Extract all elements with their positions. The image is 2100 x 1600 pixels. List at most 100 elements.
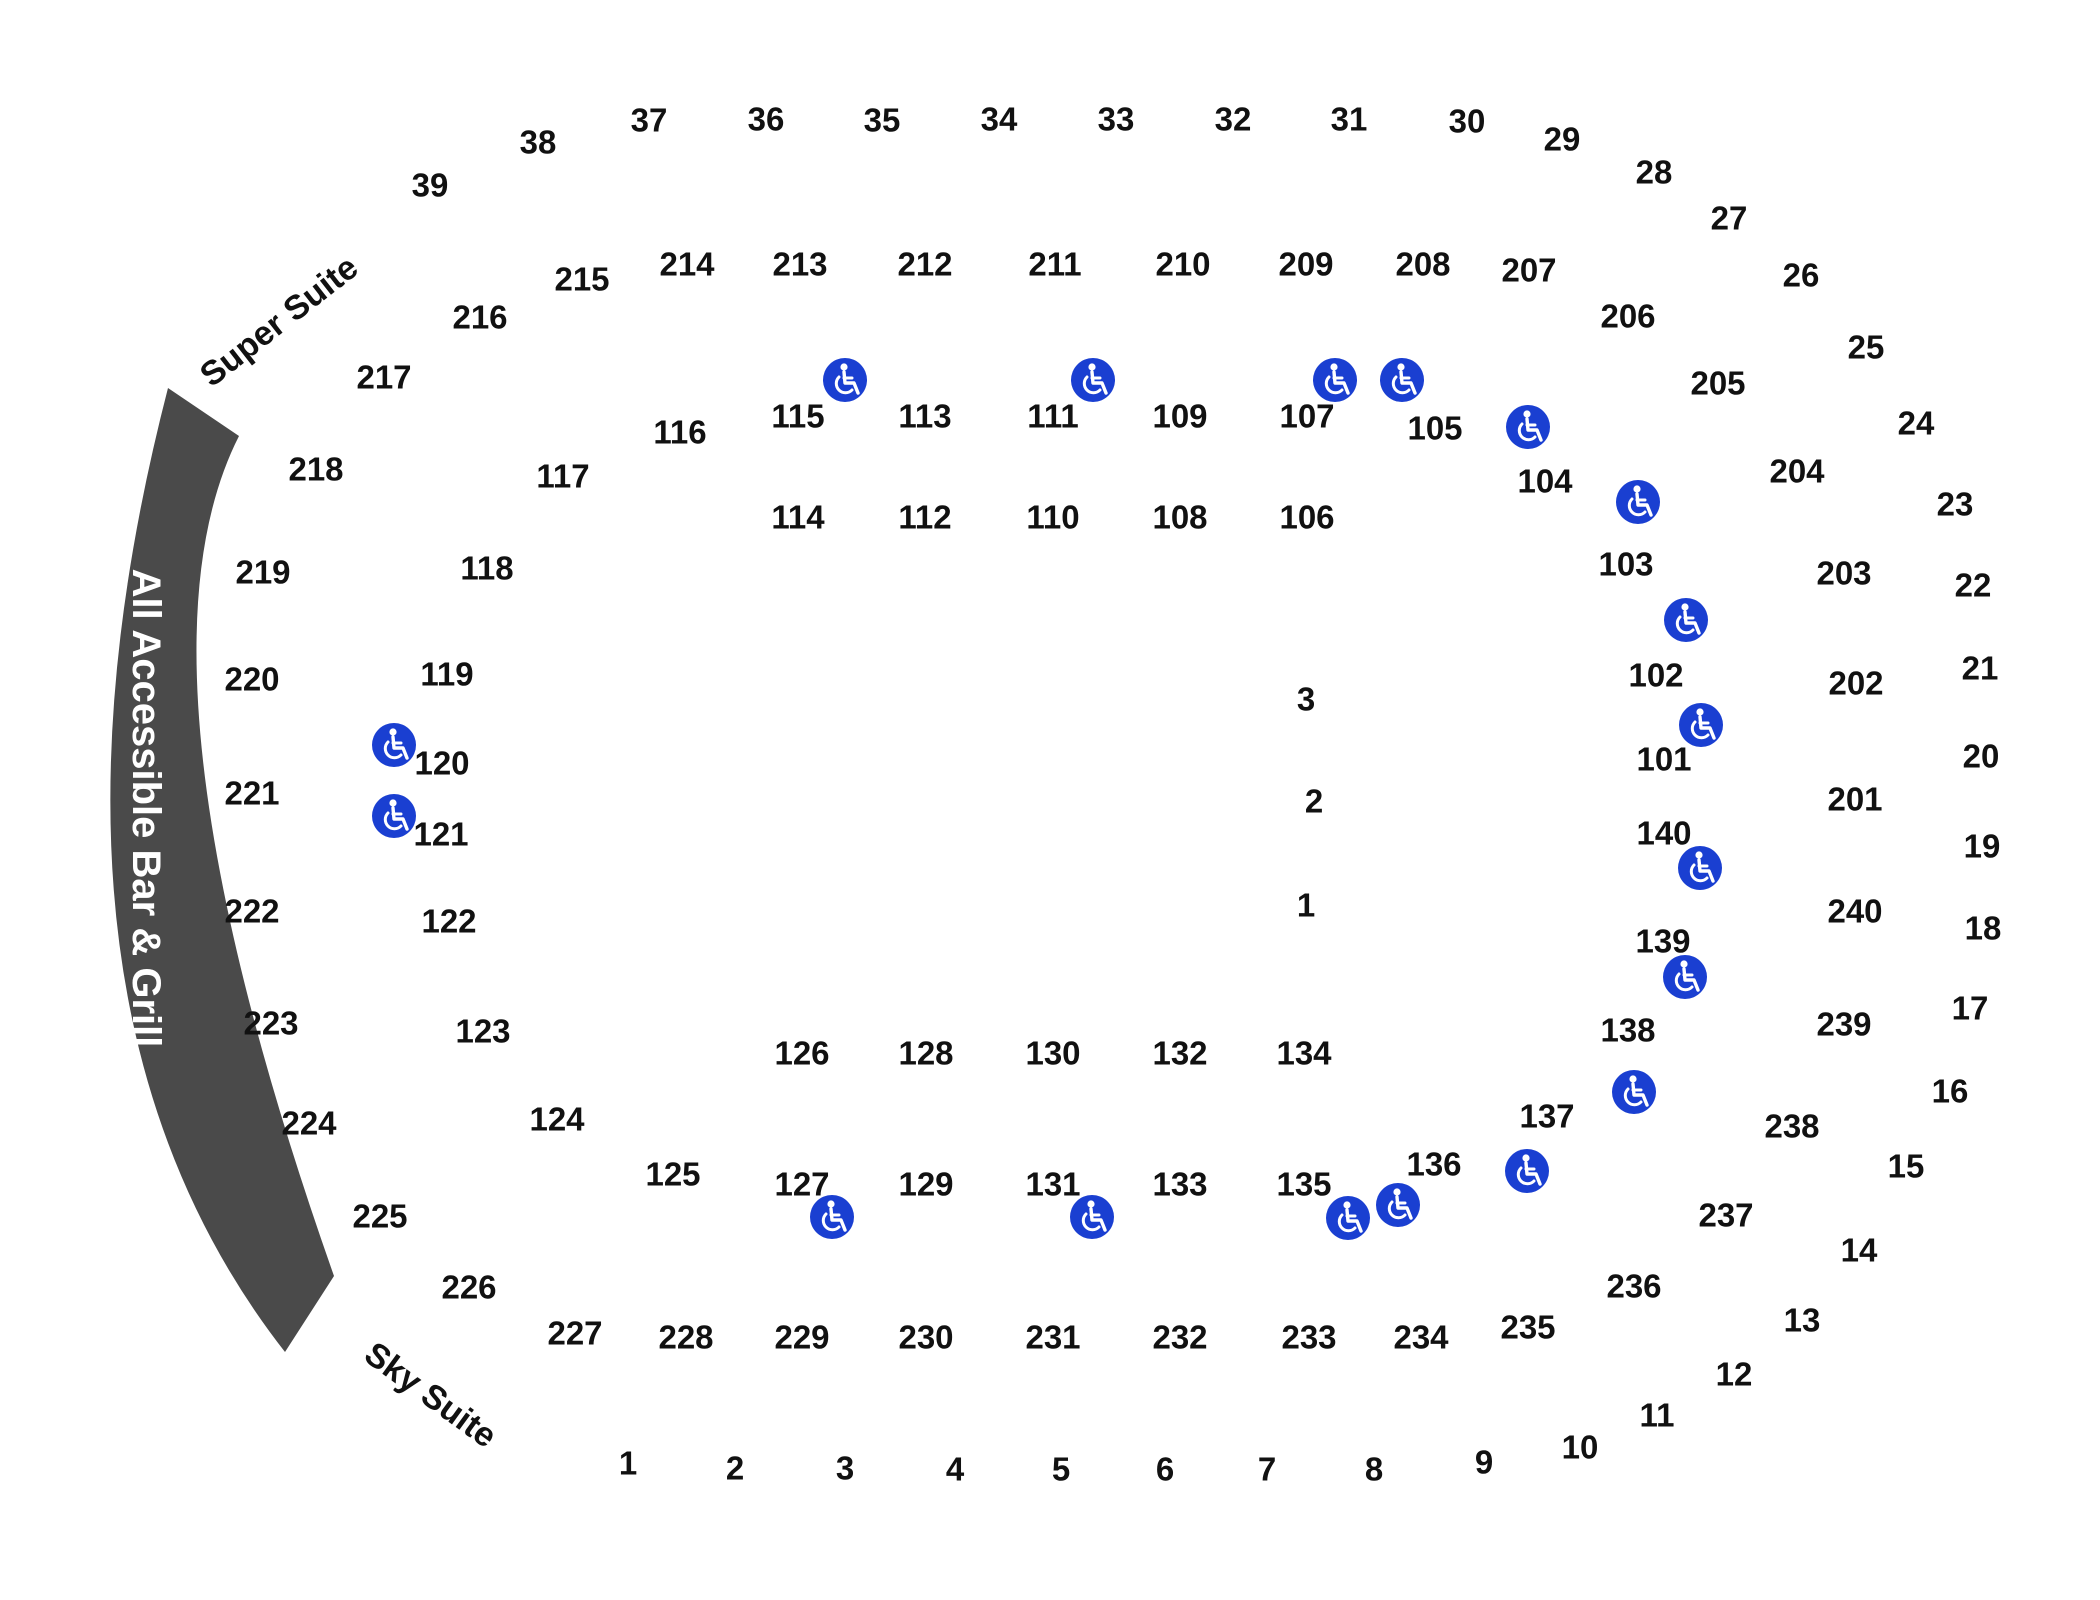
section-107[interactable]: 107 — [1279, 398, 1334, 435]
section-216[interactable]: 216 — [452, 299, 507, 336]
section-111[interactable]: 111 — [1027, 398, 1078, 435]
section-138[interactable]: 138 — [1600, 1012, 1655, 1049]
section-134[interactable]: 134 — [1276, 1035, 1332, 1072]
section-207[interactable]: 207 — [1501, 252, 1556, 289]
section-109[interactable]: 109 — [1152, 398, 1207, 435]
suite-22[interactable]: 22 — [1955, 567, 1992, 604]
section-239[interactable]: 239 — [1816, 1006, 1871, 1043]
suite-11[interactable]: 11 — [1640, 1397, 1675, 1434]
section-203[interactable]: 203 — [1816, 555, 1871, 592]
suite-29[interactable]: 29 — [1544, 121, 1581, 158]
section-219[interactable]: 219 — [235, 554, 290, 591]
suite-26[interactable]: 26 — [1783, 257, 1820, 294]
section-112[interactable]: 112 — [898, 499, 951, 536]
section-130[interactable]: 130 — [1025, 1035, 1080, 1072]
suite-4[interactable]: 4 — [946, 1451, 965, 1488]
section-133[interactable]: 133 — [1152, 1166, 1207, 1203]
suite-35[interactable]: 35 — [864, 102, 901, 139]
suite-36[interactable]: 36 — [748, 101, 785, 138]
section-127[interactable]: 127 — [774, 1166, 829, 1203]
section-218[interactable]: 218 — [288, 451, 343, 488]
section-110[interactable]: 110 — [1026, 499, 1079, 536]
section-113[interactable]: 113 — [898, 398, 951, 435]
section-128[interactable]: 128 — [898, 1035, 953, 1072]
section-220[interactable]: 220 — [224, 661, 279, 698]
section-129[interactable]: 129 — [898, 1166, 953, 1203]
section-221[interactable]: 221 — [224, 775, 279, 812]
section-237[interactable]: 237 — [1698, 1197, 1753, 1234]
suite-38[interactable]: 38 — [520, 124, 557, 161]
section-238[interactable]: 238 — [1764, 1108, 1819, 1145]
section-108[interactable]: 108 — [1152, 499, 1207, 536]
section-104[interactable]: 104 — [1517, 463, 1573, 500]
section-103[interactable]: 103 — [1598, 546, 1653, 583]
section-139[interactable]: 139 — [1635, 923, 1690, 960]
section-240[interactable]: 240 — [1827, 893, 1882, 930]
suite-1[interactable]: 1 — [619, 1445, 637, 1482]
suite-27[interactable]: 27 — [1711, 200, 1748, 237]
section-210[interactable]: 210 — [1155, 246, 1210, 283]
section-224[interactable]: 224 — [281, 1105, 337, 1142]
section-202[interactable]: 202 — [1828, 665, 1883, 702]
suite-24[interactable]: 24 — [1898, 405, 1935, 442]
section-235[interactable]: 235 — [1500, 1309, 1555, 1346]
suite-16[interactable]: 16 — [1932, 1073, 1969, 1110]
suite-5[interactable]: 5 — [1052, 1451, 1070, 1488]
section-233[interactable]: 233 — [1281, 1319, 1336, 1356]
section-119[interactable]: 119 — [420, 656, 473, 693]
suite-12[interactable]: 12 — [1716, 1356, 1753, 1393]
section-114[interactable]: 114 — [771, 499, 825, 536]
section-222[interactable]: 222 — [224, 893, 279, 930]
section-132[interactable]: 132 — [1152, 1035, 1207, 1072]
section-231[interactable]: 231 — [1025, 1319, 1080, 1356]
suite-2[interactable]: 2 — [726, 1450, 744, 1487]
section-102[interactable]: 102 — [1628, 657, 1683, 694]
section-215[interactable]: 215 — [554, 261, 609, 298]
suite-14[interactable]: 14 — [1841, 1232, 1878, 1269]
suite-25[interactable]: 25 — [1848, 329, 1885, 366]
section-120[interactable]: 120 — [414, 745, 469, 782]
suite-31[interactable]: 31 — [1331, 101, 1368, 138]
suite-19[interactable]: 19 — [1964, 828, 2001, 865]
section-131[interactable]: 131 — [1025, 1166, 1080, 1203]
section-223[interactable]: 223 — [243, 1005, 298, 1042]
floor-section-1[interactable]: 1 — [1297, 887, 1315, 924]
section-201[interactable]: 201 — [1827, 781, 1882, 818]
suite-18[interactable]: 18 — [1965, 910, 2002, 947]
section-234[interactable]: 234 — [1393, 1319, 1449, 1356]
suite-28[interactable]: 28 — [1636, 154, 1673, 191]
floor-section-2[interactable]: 2 — [1305, 783, 1323, 820]
section-206[interactable]: 206 — [1600, 298, 1655, 335]
section-106[interactable]: 106 — [1279, 499, 1334, 536]
suite-9[interactable]: 9 — [1475, 1444, 1493, 1481]
suite-23[interactable]: 23 — [1937, 486, 1974, 523]
section-229[interactable]: 229 — [774, 1319, 829, 1356]
section-217[interactable]: 217 — [356, 359, 411, 396]
section-126[interactable]: 126 — [774, 1035, 829, 1072]
section-105[interactable]: 105 — [1407, 410, 1462, 447]
suite-10[interactable]: 10 — [1562, 1429, 1599, 1466]
suite-8[interactable]: 8 — [1365, 1451, 1383, 1488]
section-123[interactable]: 123 — [455, 1013, 510, 1050]
suite-13[interactable]: 13 — [1784, 1302, 1821, 1339]
suite-20[interactable]: 20 — [1963, 738, 2000, 775]
section-226[interactable]: 226 — [441, 1269, 496, 1306]
section-115[interactable]: 115 — [771, 398, 824, 435]
section-208[interactable]: 208 — [1395, 246, 1450, 283]
section-204[interactable]: 204 — [1769, 453, 1825, 490]
suite-6[interactable]: 6 — [1156, 1451, 1174, 1488]
floor-section-3[interactable]: 3 — [1297, 681, 1315, 718]
suite-30[interactable]: 30 — [1449, 103, 1486, 140]
section-209[interactable]: 209 — [1278, 246, 1333, 283]
section-211[interactable]: 211 — [1028, 246, 1081, 283]
suite-17[interactable]: 17 — [1952, 990, 1989, 1027]
section-230[interactable]: 230 — [898, 1319, 953, 1356]
section-140[interactable]: 140 — [1636, 815, 1691, 852]
section-122[interactable]: 122 — [421, 903, 476, 940]
section-137[interactable]: 137 — [1519, 1098, 1574, 1135]
section-118[interactable]: 118 — [460, 550, 513, 587]
suite-34[interactable]: 34 — [981, 101, 1018, 138]
section-205[interactable]: 205 — [1690, 365, 1745, 402]
suite-39[interactable]: 39 — [412, 167, 449, 204]
suite-21[interactable]: 21 — [1962, 650, 1999, 687]
